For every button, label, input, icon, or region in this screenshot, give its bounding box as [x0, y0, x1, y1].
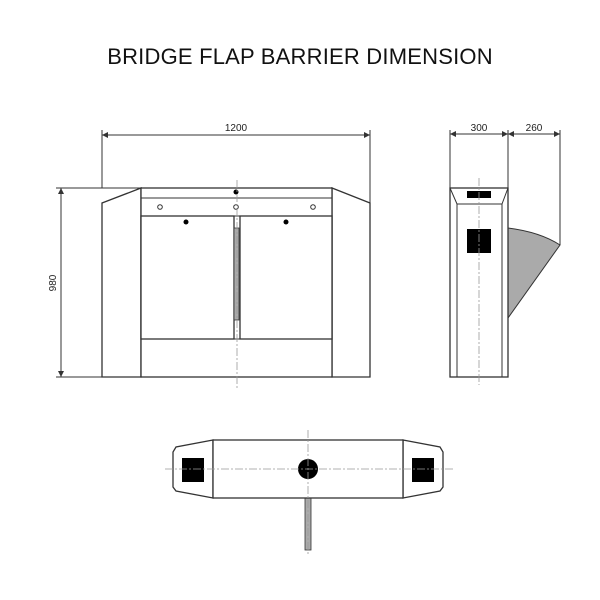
front-view: 1200 980 — [48, 123, 371, 390]
left-cabinet — [101, 187, 142, 378]
flap-dimension-label: 260 — [526, 123, 543, 134]
top-view — [165, 430, 453, 555]
side-view: 300 260 — [449, 123, 561, 385]
drawing-title: BRIDGE FLAP BARRIER DIMENSION — [107, 44, 493, 69]
width-dimension-label: 1200 — [225, 123, 248, 134]
center-post — [233, 227, 240, 321]
left-flap — [140, 215, 235, 340]
depth-dimension-label: 300 — [471, 123, 488, 134]
height-dimension-label: 980 — [48, 274, 59, 291]
right-flap — [239, 215, 333, 340]
flap-swing — [507, 227, 561, 320]
right-cabinet — [331, 187, 371, 378]
